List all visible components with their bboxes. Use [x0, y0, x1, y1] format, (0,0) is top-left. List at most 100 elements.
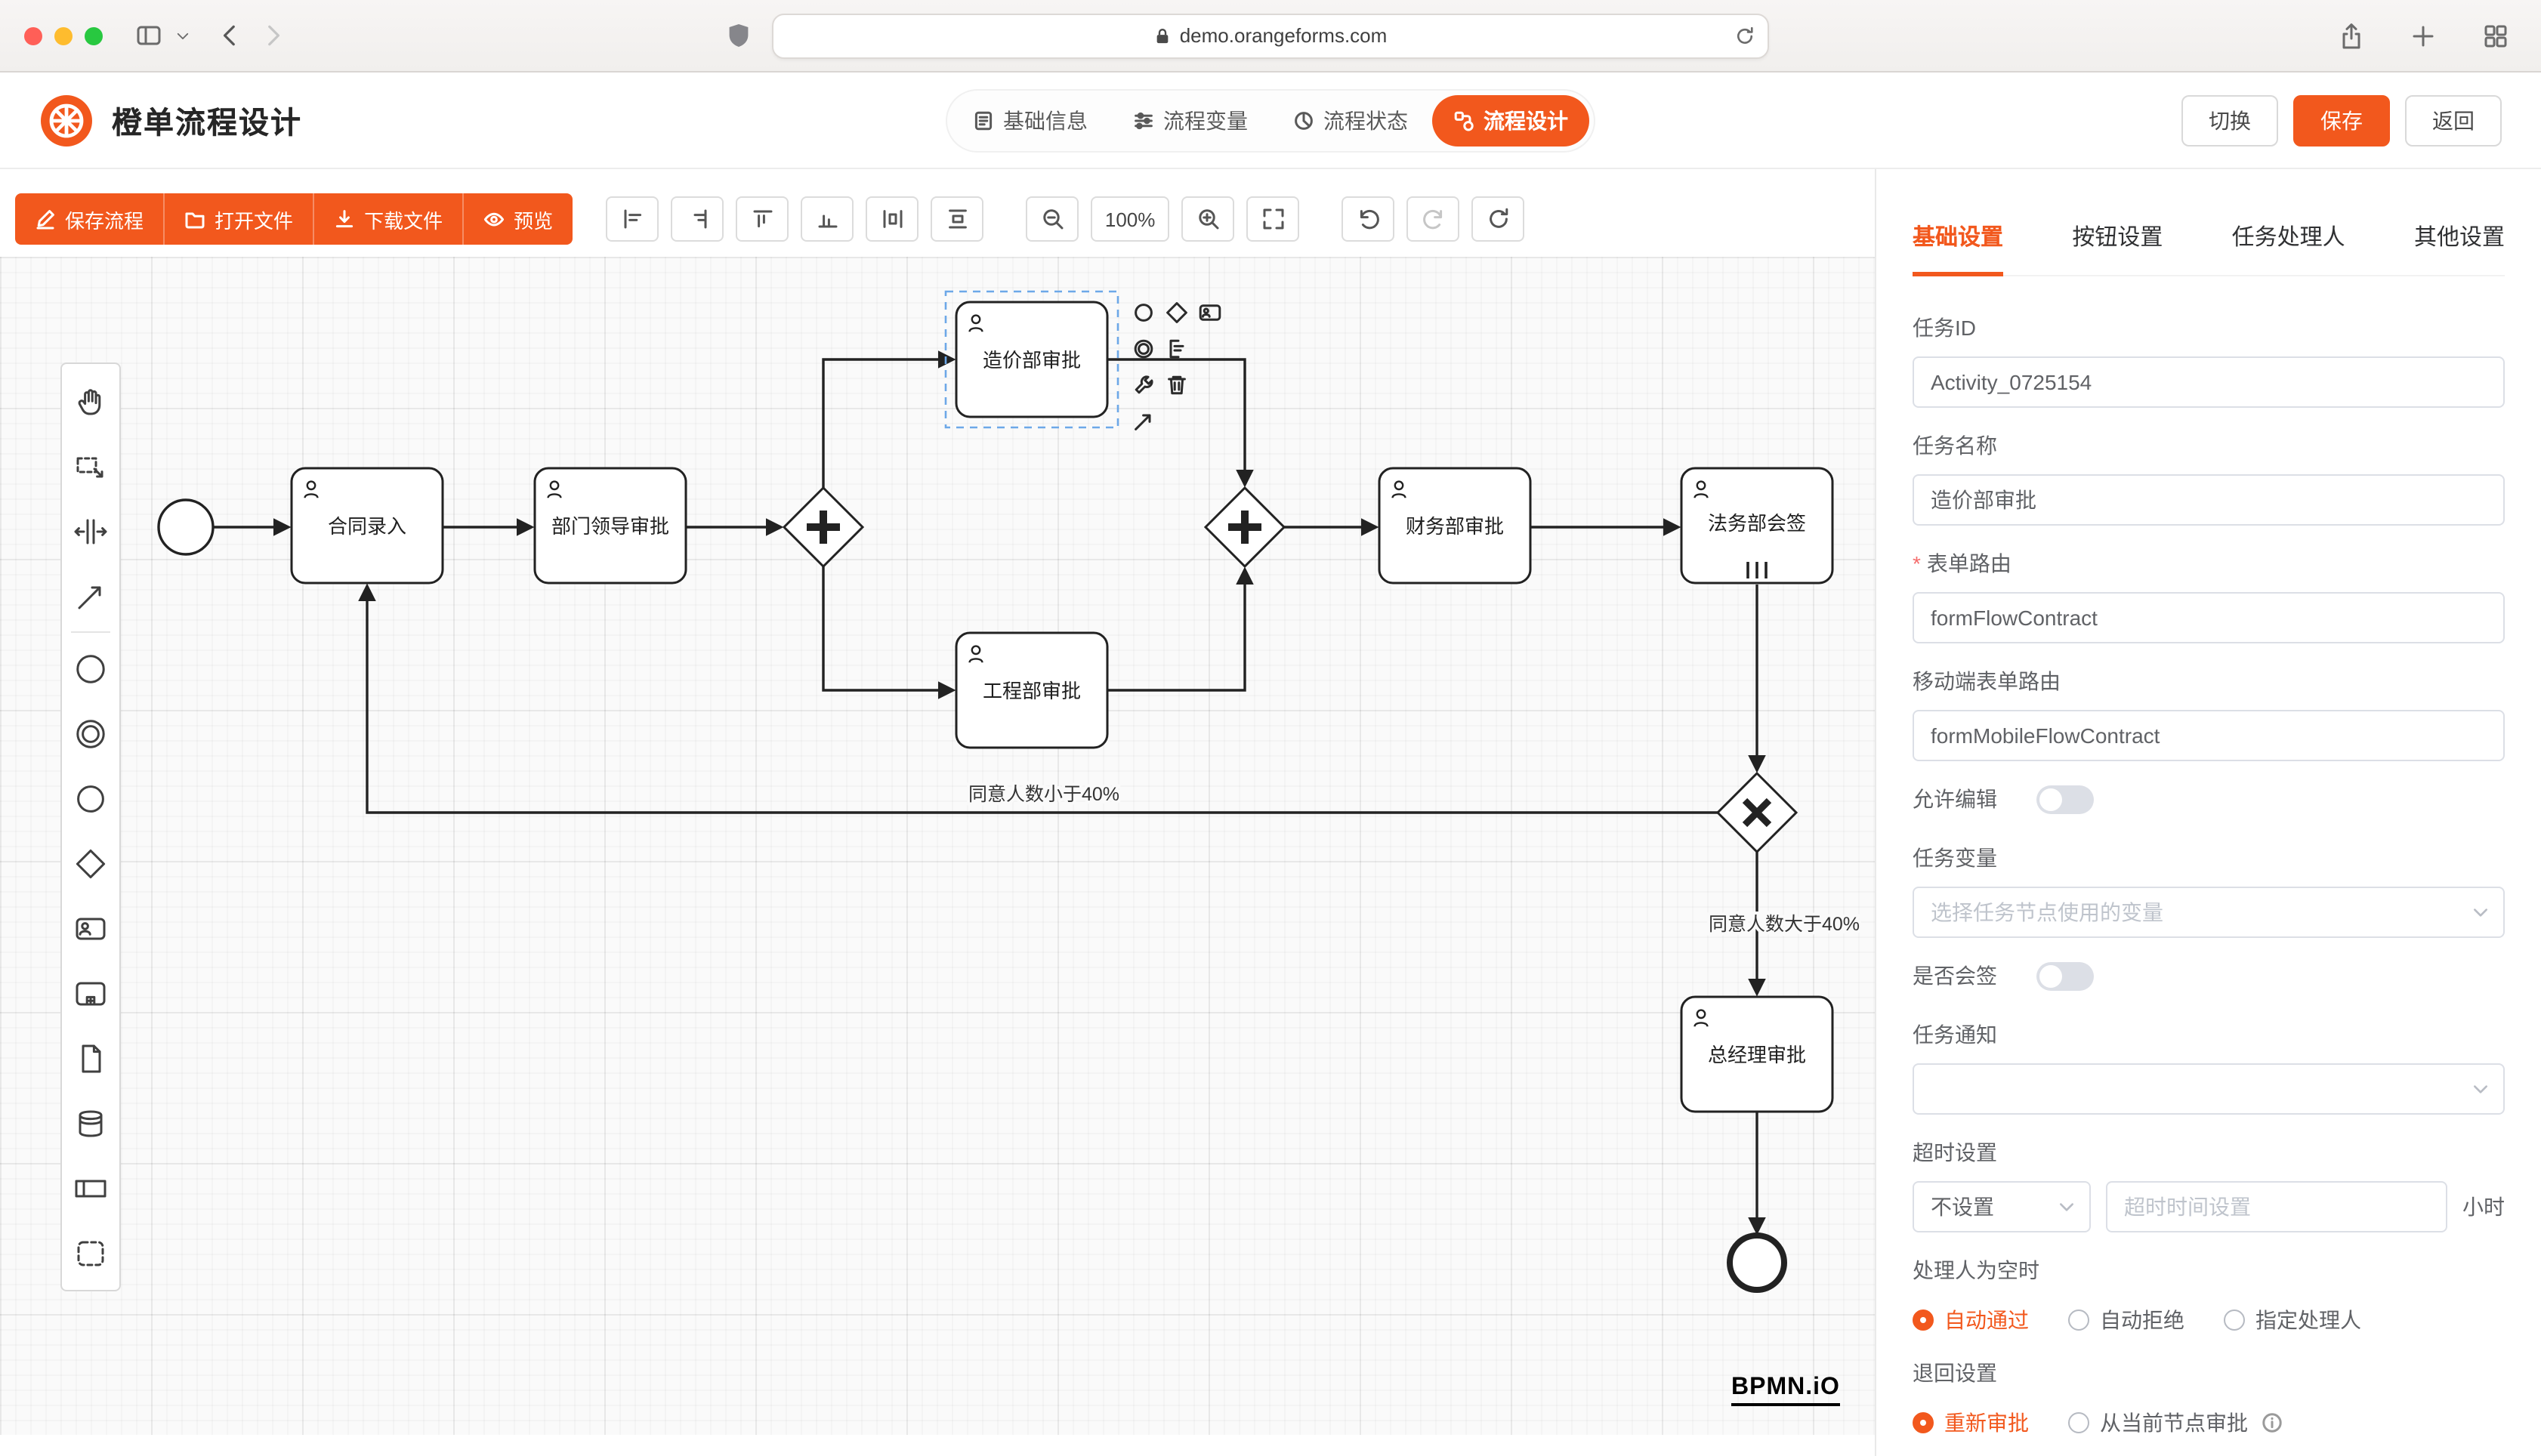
- return-button[interactable]: 返回: [2405, 94, 2502, 146]
- participant-icon[interactable]: [60, 1155, 121, 1220]
- wrench-icon[interactable]: [1128, 369, 1157, 400]
- fit-viewport-button[interactable]: [1246, 196, 1300, 242]
- sequence-flow-split-engineering[interactable]: [822, 566, 956, 699]
- intermediate-event-icon[interactable]: [60, 701, 121, 766]
- task-variable-select[interactable]: 选择任务节点使用的变量: [1913, 887, 2505, 938]
- share-icon[interactable]: [2330, 16, 2372, 55]
- sequence-flow-engineering-join[interactable]: [1107, 566, 1254, 692]
- redo-button[interactable]: [1406, 196, 1460, 242]
- allow-edit-toggle[interactable]: [2036, 785, 2094, 813]
- space-tool-icon[interactable]: [60, 498, 121, 563]
- zoom-in-button[interactable]: [1181, 196, 1235, 242]
- zoom-out-button[interactable]: [1026, 196, 1079, 242]
- tab-basic-settings[interactable]: 基础设置: [1913, 221, 2004, 276]
- hand-tool-icon[interactable]: [60, 369, 121, 433]
- exclusive-gateway[interactable]: [1715, 771, 1798, 854]
- window-close-button[interactable]: [24, 26, 42, 45]
- reset-zoom-button[interactable]: [1471, 196, 1525, 242]
- save-flow-button[interactable]: 保存流程: [15, 193, 165, 245]
- start-event-node[interactable]: [157, 498, 215, 556]
- tab-process-variables[interactable]: 流程变量: [1112, 94, 1269, 146]
- timeout-mode-select[interactable]: 不设置: [1913, 1181, 2091, 1232]
- task-node-finance[interactable]: 财务部审批: [1378, 467, 1532, 585]
- connect-tool-icon[interactable]: [60, 563, 121, 628]
- window-minimize-button[interactable]: [54, 26, 73, 45]
- align-bottom-button[interactable]: [801, 196, 854, 242]
- save-button[interactable]: 保存: [2293, 94, 2390, 146]
- connect-arrow-icon[interactable]: [1128, 405, 1157, 436]
- chevron-down-icon[interactable]: [169, 16, 196, 55]
- sequence-flow-split-cost[interactable]: [822, 350, 956, 488]
- subprocess-icon[interactable]: [60, 961, 121, 1026]
- task-node-cost-dept[interactable]: 造价部审批: [944, 290, 1119, 429]
- parallel-gateway-split[interactable]: [782, 486, 865, 569]
- append-end-event-icon[interactable]: [1128, 296, 1157, 328]
- task-node-contract-entry[interactable]: 合同录入: [290, 467, 444, 585]
- task-id-input[interactable]: [1913, 356, 2505, 408]
- radio-restart-approval[interactable]: 重新审批: [1913, 1408, 2029, 1438]
- task-node-engineering[interactable]: 工程部审批: [955, 631, 1109, 749]
- append-intermediate-event-icon[interactable]: [1128, 332, 1157, 364]
- task-node-dept-leader[interactable]: 部门领导审批: [533, 467, 687, 585]
- info-icon[interactable]: [2262, 1412, 2283, 1433]
- align-left-button[interactable]: [606, 196, 659, 242]
- user-task-icon[interactable]: [60, 896, 121, 961]
- zoom-level[interactable]: 100%: [1091, 196, 1170, 242]
- tab-basic-info[interactable]: 基础信息: [952, 94, 1109, 146]
- task-node-legal-countersign[interactable]: 法务部会签: [1680, 467, 1834, 585]
- align-top-button[interactable]: [736, 196, 789, 242]
- tab-button-settings[interactable]: 按钮设置: [2072, 225, 2163, 251]
- download-file-button[interactable]: 下载文件: [314, 193, 465, 245]
- bpmn-io-watermark[interactable]: BPMN.iO: [1731, 1374, 1840, 1406]
- distribute-vertical-button[interactable]: [931, 196, 984, 242]
- timeout-value-input[interactable]: [2106, 1181, 2447, 1232]
- append-gateway-icon[interactable]: [1162, 296, 1190, 328]
- mobile-form-route-input[interactable]: [1913, 710, 2505, 761]
- sequence-flow-reject-loop[interactable]: [358, 583, 1718, 814]
- tab-process-design[interactable]: 流程设计: [1432, 94, 1589, 146]
- data-object-icon[interactable]: [60, 1026, 121, 1090]
- tab-other-settings[interactable]: 其他设置: [2413, 225, 2505, 251]
- text-annotation-icon[interactable]: [1162, 332, 1190, 364]
- edge-label-reject[interactable]: 同意人数小于40%: [965, 781, 1122, 808]
- tab-process-status[interactable]: 流程状态: [1272, 94, 1429, 146]
- window-fullscreen-button[interactable]: [85, 26, 103, 45]
- radio-auto-reject[interactable]: 自动拒绝: [2068, 1305, 2184, 1335]
- tab-overview-icon[interactable]: [2475, 16, 2517, 55]
- history-forward-icon[interactable]: [251, 16, 293, 55]
- task-node-gm-approval[interactable]: 总经理审批: [1680, 995, 1834, 1113]
- radio-assign-handler[interactable]: 指定处理人: [2224, 1305, 2361, 1335]
- lasso-tool-icon[interactable]: [60, 433, 121, 498]
- group-icon[interactable]: [60, 1220, 121, 1285]
- new-tab-icon[interactable]: [2402, 16, 2444, 55]
- gateway-icon[interactable]: [60, 831, 121, 896]
- undo-button[interactable]: [1342, 196, 1395, 242]
- data-store-icon[interactable]: [60, 1090, 121, 1155]
- privacy-shield-icon[interactable]: [727, 22, 751, 49]
- switch-button[interactable]: 切换: [2181, 94, 2278, 146]
- start-event-icon[interactable]: [60, 636, 121, 701]
- address-bar[interactable]: demo.orangeforms.com: [772, 13, 1769, 58]
- radio-from-current-node[interactable]: 从当前节点审批: [2068, 1408, 2283, 1438]
- end-event-node[interactable]: [1727, 1232, 1787, 1293]
- countersign-toggle[interactable]: [2036, 961, 2094, 990]
- sequence-flow-cost-join[interactable]: [1107, 358, 1254, 488]
- history-back-icon[interactable]: [208, 16, 251, 55]
- parallel-gateway-join[interactable]: [1203, 486, 1286, 569]
- task-name-input[interactable]: [1913, 474, 2505, 526]
- open-file-button[interactable]: 打开文件: [165, 193, 315, 245]
- task-notify-select[interactable]: [1913, 1063, 2505, 1115]
- distribute-horizontal-button[interactable]: [866, 196, 919, 242]
- align-right-button[interactable]: [671, 196, 724, 242]
- end-event-icon[interactable]: [60, 766, 121, 831]
- bpmn-canvas[interactable]: 同意人数小于40% 同意人数大于40% 合同录入 部门领导审批: [0, 257, 1875, 1435]
- edge-label-approve[interactable]: 同意人数大于40%: [1706, 911, 1863, 938]
- append-task-icon[interactable]: [1195, 296, 1224, 328]
- preview-button[interactable]: 预览: [464, 193, 573, 245]
- reload-icon[interactable]: [1734, 25, 1755, 46]
- trash-icon[interactable]: [1162, 369, 1190, 400]
- radio-auto-approve[interactable]: 自动通过: [1913, 1305, 2029, 1335]
- tab-task-handler[interactable]: 任务处理人: [2231, 225, 2345, 251]
- form-route-input[interactable]: [1913, 592, 2505, 643]
- sidebar-toggle-icon[interactable]: [127, 16, 169, 55]
